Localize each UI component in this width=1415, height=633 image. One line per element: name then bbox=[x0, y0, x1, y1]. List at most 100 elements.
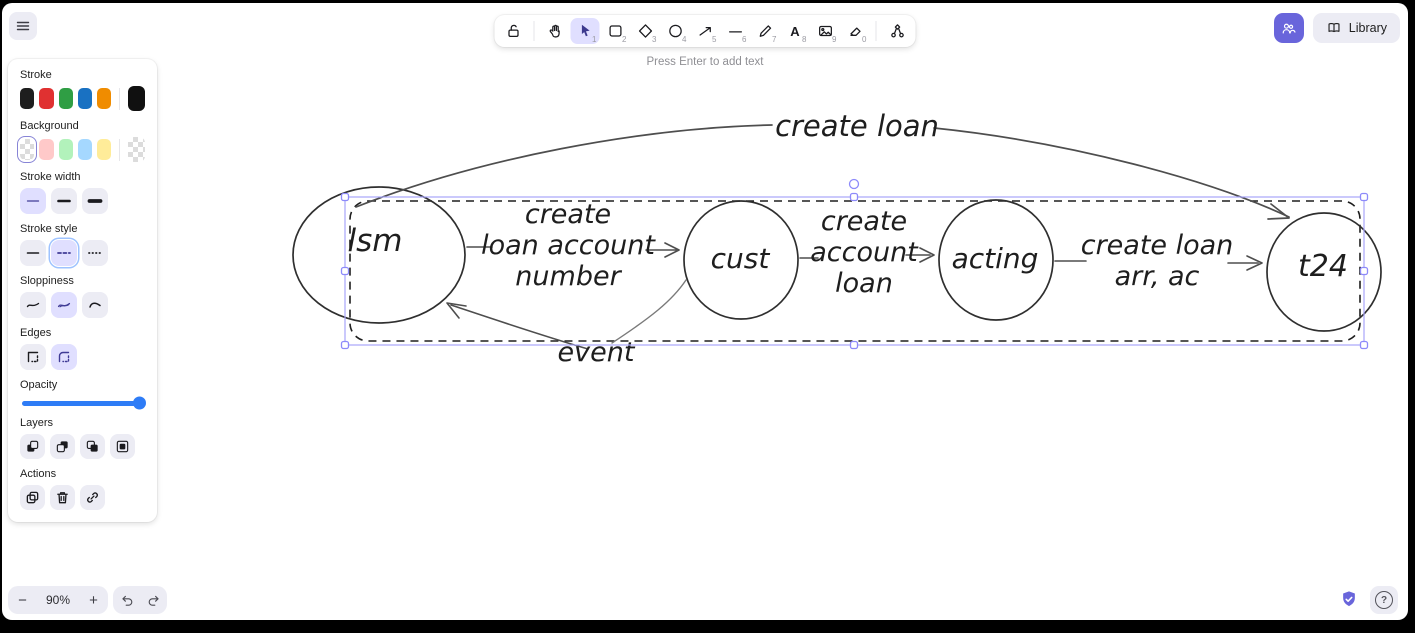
stroke-color-swatch[interactable] bbox=[58, 88, 73, 109]
collaboration-button[interactable] bbox=[1273, 13, 1304, 43]
edge-label-event[interactable]: event bbox=[558, 337, 636, 368]
sloppiness-artist-button[interactable] bbox=[51, 292, 77, 318]
stroke-width-extrabold-button[interactable] bbox=[82, 188, 108, 214]
background-color-swatch[interactable] bbox=[77, 139, 93, 160]
node-label-acting[interactable]: acting bbox=[952, 242, 1039, 275]
stroke-style-dashed-button[interactable] bbox=[51, 240, 77, 266]
tool-arrow[interactable]: 5 bbox=[691, 18, 720, 44]
opacity-slider[interactable] bbox=[20, 396, 146, 410]
stroke-width-bold-button[interactable] bbox=[51, 188, 77, 214]
stroke-color-swatch[interactable] bbox=[20, 88, 35, 109]
selection-box[interactable] bbox=[340, 178, 1369, 350]
resize-handle-s[interactable] bbox=[849, 340, 859, 350]
edges-row bbox=[20, 344, 145, 370]
bring-to-front-button[interactable] bbox=[110, 433, 135, 459]
edge-label-line[interactable]: number bbox=[515, 261, 622, 292]
resize-handle-se[interactable] bbox=[1359, 340, 1369, 350]
tool-lock[interactable] bbox=[499, 18, 528, 44]
rotate-handle[interactable] bbox=[848, 178, 860, 190]
properties-panel: Stroke Background Stroke width bbox=[8, 59, 157, 522]
tool-ellipse[interactable]: 4 bbox=[661, 18, 690, 44]
edge-label-create-loan-top[interactable]: create loan bbox=[775, 109, 939, 143]
tool-text[interactable]: A 8 bbox=[781, 18, 810, 45]
sloppiness-architect-button[interactable] bbox=[20, 292, 46, 318]
node-label-t24[interactable]: t24 bbox=[1298, 249, 1348, 284]
duplicate-icon bbox=[26, 491, 39, 503]
resize-handle-nw[interactable] bbox=[340, 192, 350, 202]
send-backward-button[interactable] bbox=[50, 433, 75, 459]
node-label-lsm[interactable]: lsm bbox=[348, 223, 403, 259]
help-button[interactable]: ? bbox=[1370, 586, 1398, 614]
ellipse-cust[interactable] bbox=[683, 200, 799, 320]
edge-label-line[interactable]: account bbox=[810, 237, 919, 268]
delete-button[interactable] bbox=[50, 484, 75, 510]
resize-handle-w[interactable] bbox=[340, 266, 350, 276]
stroke-style-section-label: Stroke style bbox=[20, 223, 78, 235]
line-event-to-cust[interactable] bbox=[611, 279, 687, 344]
edge-label-line[interactable]: arr, ac bbox=[1115, 261, 1200, 292]
current-stroke-color[interactable] bbox=[128, 86, 145, 111]
tool-rectangle[interactable]: 2 bbox=[601, 18, 630, 44]
arrow-label-to-acting[interactable] bbox=[905, 247, 935, 263]
library-button[interactable]: Library bbox=[1312, 13, 1400, 43]
zoom-out-button[interactable]: − bbox=[18, 591, 27, 609]
tool-hand[interactable] bbox=[541, 18, 570, 44]
tool-diamond[interactable]: 3 bbox=[631, 18, 660, 44]
tool-line[interactable]: 6 bbox=[721, 18, 750, 44]
resize-handle-sw[interactable] bbox=[340, 340, 350, 350]
arrow-create-loan-top[interactable] bbox=[355, 124, 1290, 220]
main-menu-button[interactable] bbox=[9, 12, 37, 40]
opacity-track[interactable] bbox=[22, 396, 146, 410]
edge-label-line[interactable]: create bbox=[821, 206, 907, 237]
sloppiness-cartoonist-button[interactable] bbox=[82, 292, 108, 318]
tool-image[interactable]: 9 bbox=[811, 18, 840, 44]
duplicate-button[interactable] bbox=[20, 484, 45, 510]
background-color-swatch[interactable] bbox=[39, 139, 54, 160]
dashed-line-icon bbox=[57, 252, 71, 254]
arrow-label-to-t24[interactable] bbox=[1227, 255, 1263, 271]
current-background-color[interactable] bbox=[128, 137, 145, 162]
stroke-color-swatch[interactable] bbox=[39, 88, 54, 109]
send-to-back-button[interactable] bbox=[20, 433, 45, 459]
ellipse-lsm[interactable] bbox=[292, 186, 466, 324]
tool-shortcut: 1 bbox=[592, 35, 597, 44]
topright-actions: Library bbox=[1273, 13, 1400, 43]
undo-button[interactable] bbox=[113, 586, 140, 614]
stroke-color-swatch[interactable] bbox=[77, 88, 93, 109]
arrow-label-to-cust[interactable] bbox=[645, 242, 680, 258]
background-color-swatch-transparent[interactable] bbox=[16, 136, 38, 163]
zoom-controls: − 90% + bbox=[8, 586, 108, 614]
resize-handle-e[interactable] bbox=[1359, 266, 1369, 276]
ellipse-acting[interactable] bbox=[938, 199, 1054, 321]
zoom-level[interactable]: 90% bbox=[45, 593, 71, 607]
edge-label-line[interactable]: create bbox=[525, 199, 611, 230]
background-color-swatch[interactable] bbox=[58, 139, 73, 160]
edges-sharp-button[interactable] bbox=[20, 344, 46, 370]
link-button[interactable] bbox=[80, 484, 105, 510]
stroke-style-solid-button[interactable] bbox=[20, 240, 46, 266]
resize-handle-n[interactable] bbox=[849, 192, 859, 202]
stroke-width-thin-button[interactable] bbox=[20, 188, 46, 214]
zoom-in-button[interactable]: + bbox=[89, 591, 98, 609]
sloppiness-section-label: Sloppiness bbox=[20, 275, 74, 287]
tool-more-tools[interactable] bbox=[883, 18, 912, 44]
stroke-color-swatch[interactable] bbox=[97, 88, 112, 109]
resize-handle-ne[interactable] bbox=[1359, 192, 1369, 202]
background-color-swatch[interactable] bbox=[97, 139, 112, 160]
edge-label-line[interactable]: create loan bbox=[1081, 230, 1234, 261]
edges-round-button[interactable] bbox=[51, 344, 77, 370]
ellipse-t24[interactable] bbox=[1266, 212, 1382, 332]
stroke-style-dotted-button[interactable] bbox=[82, 240, 108, 266]
edges-section-label: Edges bbox=[20, 327, 52, 339]
edge-label-line[interactable]: loan bbox=[835, 268, 893, 299]
tool-eraser[interactable]: 0 bbox=[841, 18, 870, 44]
tool-draw[interactable]: 7 bbox=[751, 18, 780, 44]
canvas[interactable]: lsm cust acting t24 create loan create l… bbox=[2, 3, 1408, 620]
node-label-cust[interactable]: cust bbox=[711, 242, 771, 275]
redo-button[interactable] bbox=[140, 586, 167, 614]
bring-forward-button[interactable] bbox=[80, 433, 105, 459]
opacity-thumb[interactable] bbox=[133, 396, 146, 410]
tool-selection[interactable]: 1 bbox=[570, 18, 600, 44]
edge-label-line[interactable]: loan account bbox=[481, 230, 656, 261]
arrow-event-to-lsm[interactable] bbox=[446, 302, 589, 350]
